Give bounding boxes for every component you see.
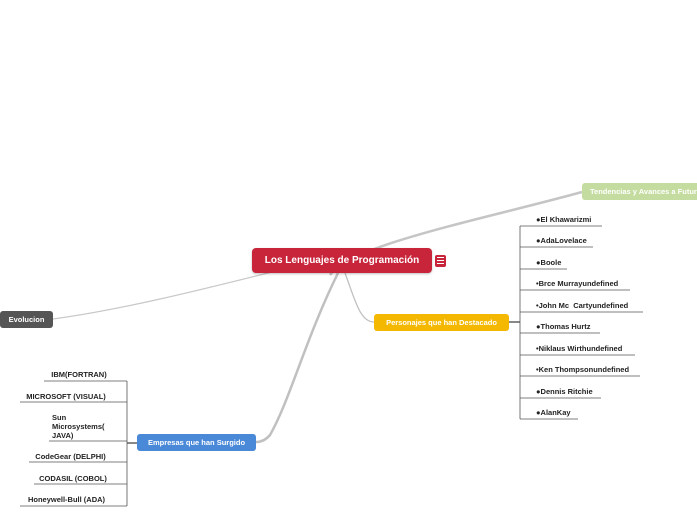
empresa-item[interactable]: Honeywell-Bull (ADA)	[27, 494, 106, 504]
personaje-item[interactable]: •Niklaus Wirthundefined	[536, 343, 623, 353]
branch-personajes[interactable]: Personajes que han Destacado	[374, 314, 509, 331]
branch-empresas[interactable]: Empresas que han Surgido	[137, 434, 256, 451]
empresa-item[interactable]: Sun Microsystems( JAVA)	[52, 413, 105, 440]
personaje-item[interactable]: •John Mc Cartyundefined	[536, 300, 629, 310]
empresa-item[interactable]: IBM(FORTRAN)	[51, 369, 107, 379]
empresa-item[interactable]: MICROSOFT (VISUAL)	[26, 391, 106, 401]
empresa-item[interactable]: CodeGear (DELPHI)	[35, 451, 106, 461]
personaje-item[interactable]: ●Dennis Ritchie	[536, 386, 593, 396]
branch-tendencias[interactable]: Tendencias y Avances a Futuro	[582, 183, 697, 200]
personaje-item[interactable]: ●Thomas Hurtz	[536, 321, 591, 331]
personaje-item[interactable]: ●El Khawarizmi	[536, 214, 592, 224]
branch-evolucion[interactable]: Evolucion	[0, 311, 53, 328]
notes-icon[interactable]	[435, 255, 446, 267]
personaje-item[interactable]: •Brce Murrayundefined	[536, 278, 619, 288]
personaje-item[interactable]: •Ken Thompsonundefined	[536, 364, 630, 374]
personaje-item[interactable]: ●Boole	[536, 257, 562, 267]
central-topic[interactable]: Los Lenguajes de Programación	[252, 248, 432, 273]
empresa-item[interactable]: CODASIL (COBOL)	[39, 473, 107, 483]
personaje-item[interactable]: ●AdaLovelace	[536, 235, 587, 245]
personaje-item[interactable]: ●AlanKay	[536, 407, 571, 417]
